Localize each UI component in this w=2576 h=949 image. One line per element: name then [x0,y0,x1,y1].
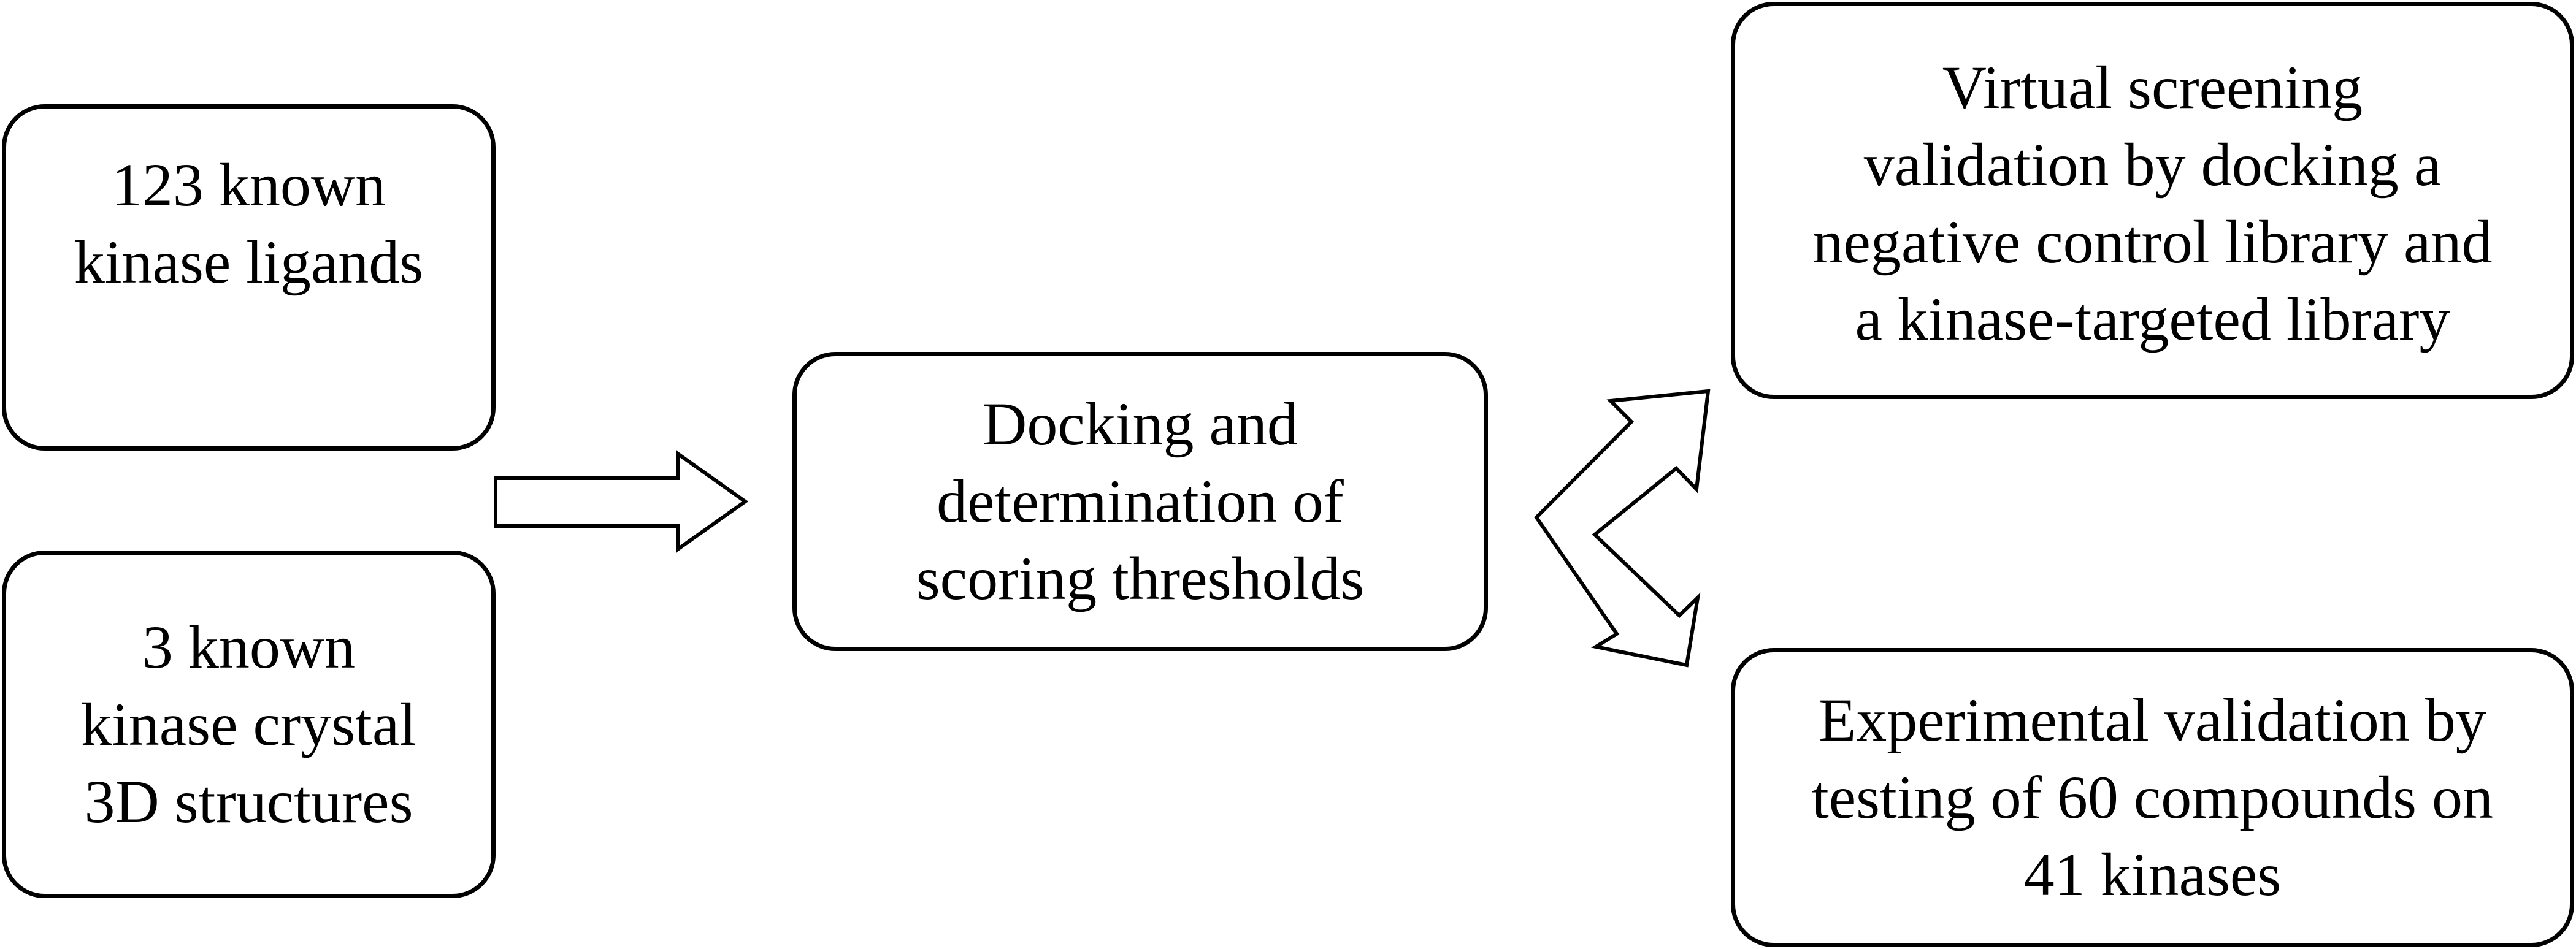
virtual-screening-validation-line-1: Virtual screening [1942,53,2363,121]
right-arrow-to-docking [494,450,749,553]
fork-arrow-to-validation-steps [1534,389,1711,668]
known-kinase-ligands-line-1: 123 known [111,151,386,219]
experimental-validation-line-2: testing of 60 compounds on [1811,763,2494,831]
kinase-crystal-structures-text: 3 known kinase crystal 3D structures [81,609,416,840]
docking-thresholds-line-3: scoring thresholds [916,544,1365,612]
docking-thresholds-line-2: determination of [937,467,1344,535]
kinase-crystal-structures-line-1: 3 known [142,612,356,681]
docking-thresholds-text: Docking and determination of scoring thr… [916,386,1364,617]
virtual-screening-validation-line-4: a kinase-targeted library [1855,285,2450,353]
kinase-crystal-structures-box: 3 known kinase crystal 3D structures [2,551,496,898]
docking-thresholds-line-1: Docking and [983,390,1298,458]
virtual-screening-validation-text: Virtual screening validation by docking … [1813,49,2493,358]
experimental-validation-line-3: 41 kinases [2023,840,2282,909]
experimental-validation-text: Experimental validation by testing of 60… [1812,682,2493,913]
known-kinase-ligands-box: 123 known kinase ligands [2,104,496,451]
virtual-screening-validation-line-2: validation by docking a [1863,131,2442,199]
virtual-screening-validation-line-3: negative control library and [1812,208,2493,276]
experimental-validation-box: Experimental validation by testing of 60… [1731,648,2574,947]
experimental-validation-line-1: Experimental validation by [1819,686,2486,754]
kinase-crystal-structures-line-2: kinase crystal [80,690,417,758]
known-kinase-ligands-line-2: kinase ligands [74,228,424,296]
virtual-screening-validation-box: Virtual screening validation by docking … [1731,2,2574,399]
docking-thresholds-box: Docking and determination of scoring thr… [792,352,1488,651]
known-kinase-ligands-text: 123 known kinase ligands [74,147,423,301]
kinase-crystal-structures-line-3: 3D structures [84,767,413,836]
